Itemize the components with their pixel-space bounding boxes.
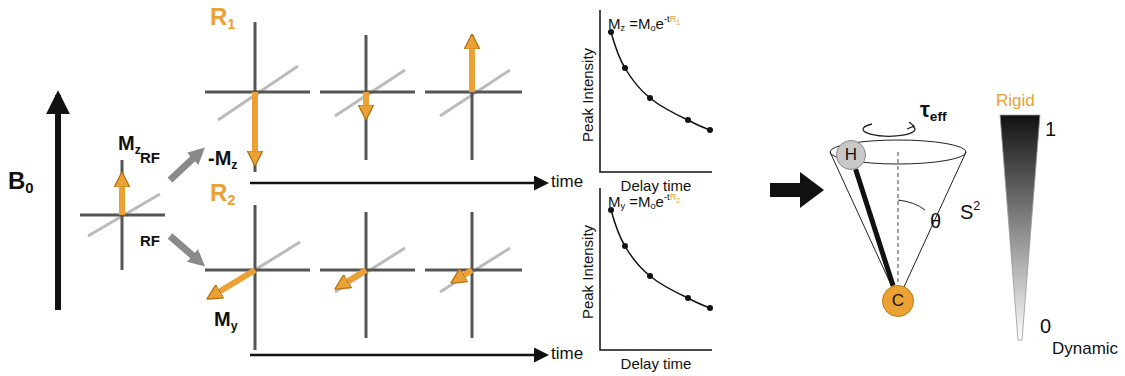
label-group: S2 <box>960 200 980 223</box>
label-group: time <box>551 345 583 364</box>
label-text: M <box>118 132 135 154</box>
label-text: y <box>621 201 626 211</box>
axes <box>80 160 165 270</box>
label-text: RF <box>140 149 160 166</box>
label-group: My=Moe-tR2 <box>608 192 680 212</box>
label-text: M <box>608 15 621 32</box>
label-group: B0 <box>8 168 34 197</box>
label-group: Peak Intensity <box>580 225 597 319</box>
label-group: R1 <box>210 4 236 33</box>
label-text: z <box>231 158 237 172</box>
label-group: Dynamic <box>1052 340 1118 359</box>
label-text: e <box>656 15 664 32</box>
order-wedge <box>1000 115 1040 340</box>
label-text: R <box>210 179 227 206</box>
label-text: z <box>621 23 626 33</box>
label-text: S <box>960 201 973 223</box>
label-text: B <box>8 167 25 194</box>
label-group: Peak Intensity <box>580 48 597 142</box>
label-text: τ <box>920 97 930 122</box>
label-group: My <box>214 308 238 333</box>
label-group: Mz=Moe-tR1 <box>608 14 680 34</box>
label-text: eff <box>930 109 947 124</box>
label-group: θ <box>930 210 941 232</box>
label-text: -t <box>664 14 670 24</box>
label-text: o <box>650 23 655 33</box>
label-text: e <box>656 193 664 210</box>
label-group: time <box>551 173 583 192</box>
cone <box>830 122 966 300</box>
decay-plot <box>600 10 712 350</box>
label-text: Peak Intensity <box>579 225 596 319</box>
label-text: 2 <box>227 192 235 208</box>
label-text: 1 <box>676 19 680 26</box>
label-text: 2 <box>973 199 980 213</box>
label-text: y <box>231 319 238 333</box>
label-group: 0 <box>1040 315 1051 337</box>
label-text: R <box>210 3 227 30</box>
label-text: time <box>551 344 583 363</box>
label-group: Mz <box>118 132 141 157</box>
atom-circle: C <box>882 285 914 317</box>
label-group: -Mz <box>208 147 238 172</box>
label-text: R <box>670 14 677 24</box>
label-text: 0 <box>25 180 33 196</box>
label-text: time <box>551 172 583 191</box>
label-group: RF <box>140 150 160 167</box>
label-group: Rigid <box>996 92 1035 111</box>
label-group: 1 <box>1045 118 1056 140</box>
label-text: =M <box>629 193 650 210</box>
label-group: τeff <box>920 98 946 124</box>
label-text: M <box>214 308 231 330</box>
label-text: R <box>670 192 677 202</box>
label-text: Peak Intensity <box>579 48 596 142</box>
data-points <box>608 29 713 311</box>
rf-arrow <box>170 152 200 180</box>
label-text: 1 <box>227 16 235 32</box>
label-group: RF <box>140 233 160 250</box>
label-text: 0 <box>1040 315 1051 337</box>
label-text: 2 <box>676 197 680 204</box>
big-arrow <box>770 172 824 208</box>
label-text: RF <box>140 232 160 249</box>
axes <box>205 205 522 350</box>
label-text: Rigid <box>996 91 1035 110</box>
rf-arrow <box>170 236 200 262</box>
label-text: =M <box>629 15 650 32</box>
label-group: Delay time <box>621 178 692 195</box>
label-text: Delay time <box>621 177 692 194</box>
atom-label: H <box>845 145 857 165</box>
axes <box>205 22 522 172</box>
label-text: Dynamic <box>1052 339 1118 358</box>
label-group: Delay time <box>621 356 692 373</box>
label-text: z <box>135 143 141 157</box>
label-text: M <box>608 193 621 210</box>
atom-label: C <box>892 291 904 311</box>
label-text: θ <box>930 210 941 232</box>
label-text: 1 <box>1045 118 1056 140</box>
bond-line <box>856 169 894 285</box>
label-group: R2 <box>210 180 236 209</box>
label-text: -t <box>664 192 670 202</box>
label-text: -M <box>208 147 231 169</box>
label-text: Delay time <box>621 355 692 372</box>
label-text: o <box>650 201 655 211</box>
time-arrow <box>250 182 546 185</box>
atom-circle: H <box>836 140 866 170</box>
time-arrow <box>250 354 546 357</box>
field-arrow <box>55 95 61 310</box>
